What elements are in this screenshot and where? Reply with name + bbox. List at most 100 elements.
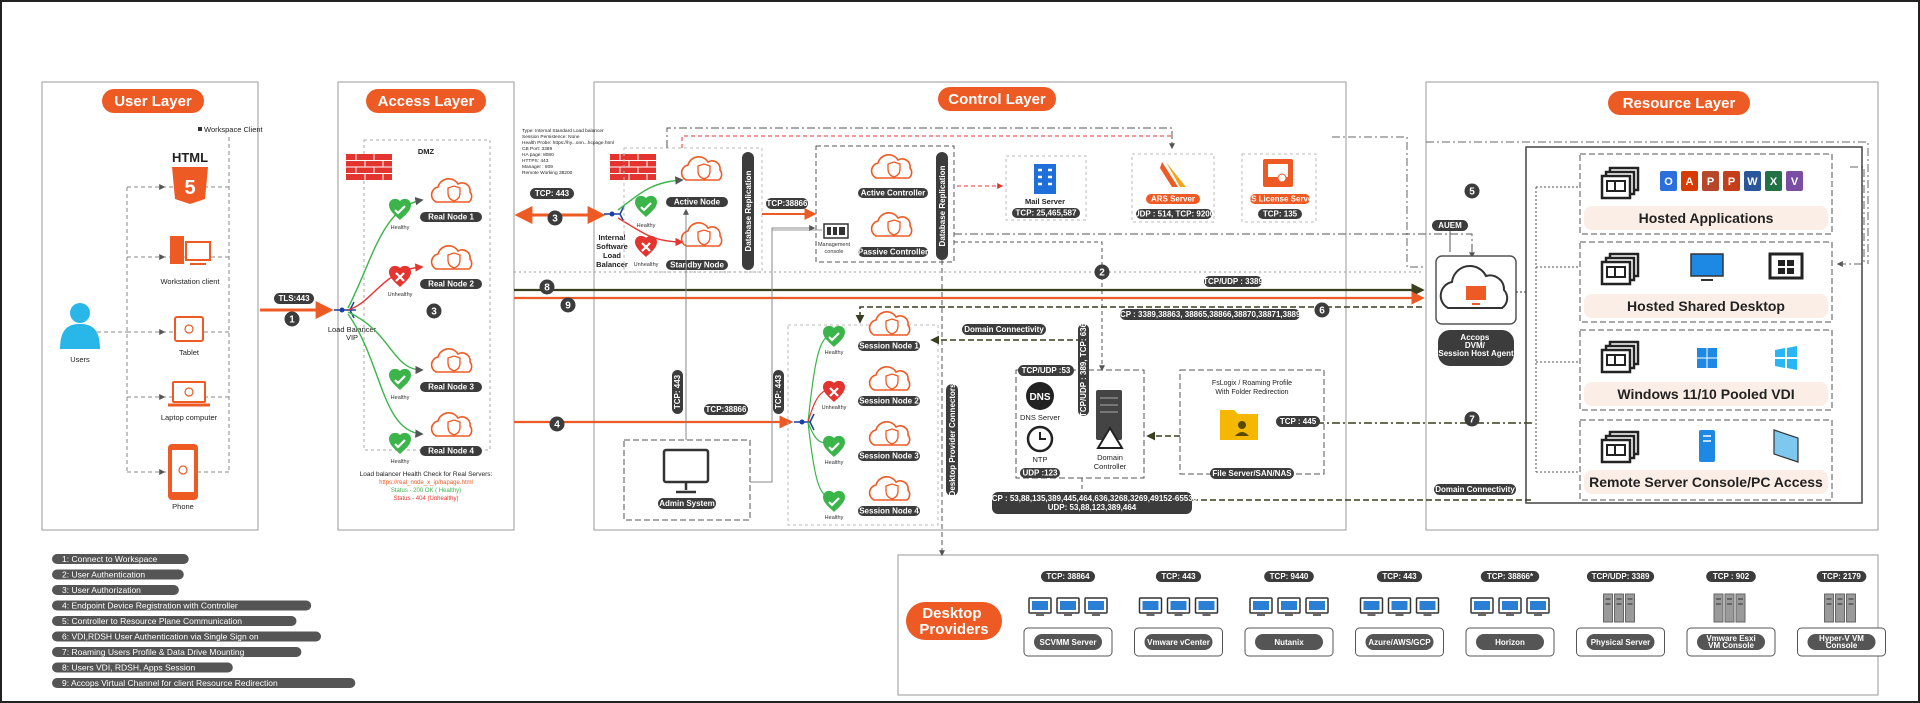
users-label: Users [70,355,90,364]
admin-system-label: Admin System [658,498,716,509]
standby-node-icon [680,221,723,247]
svg-text:5: 5 [1469,187,1475,198]
svg-text:Console: Console [1826,641,1858,650]
step-badge-4: 4 [549,416,565,432]
session-health-icon [821,434,847,459]
standby-health-label: Unhealthy [634,262,659,268]
svg-text:5: Controller to Resource Plan: 5: Controller to Resource Plane Communic… [62,616,242,626]
provider-server-icon [1603,593,1635,623]
hosted-apps-box [1579,153,1833,235]
session-node-icon [868,420,911,446]
ntp-icon [1026,425,1054,453]
desktop-providers-frame [897,554,1879,696]
tcp-ports-6-label: TCP : 3389,38863, 38865,38866,38870,3887… [1115,309,1305,320]
windows-logo-icon-2 [1775,346,1797,370]
svg-text:9: 9 [565,301,571,312]
windows-vdi-label: Windows 11/10 Pooled VDI [1617,386,1794,402]
real-node-health-icon [387,431,413,456]
svg-text:UDP : 514, TCP: 9200: UDP : 514, TCP: 9200 [1134,210,1215,219]
db-replication-1: Database Replication [742,152,754,270]
svg-text:Accops DVM/ Sessio: Accops DVM/ Session Host Agent [1438,333,1514,358]
dns-icon: DNS [1026,382,1054,410]
provider-server-icon [1713,593,1746,623]
active-node-icon [680,155,723,181]
session-health-icon [821,379,847,404]
svg-text:Active Node: Active Node [674,198,721,207]
access-layer-title: Access Layer [366,89,486,113]
laptop-icon [168,381,210,407]
windows-vdi-box [1579,329,1833,411]
svg-text:TCP: 443: TCP: 443 [1161,572,1196,581]
resource-layer-frame [1425,81,1879,531]
svg-text:Nutanix: Nutanix [1274,638,1304,647]
svg-text:W: W [1747,176,1758,188]
control-layer-frame [593,81,1347,531]
app-icon [1681,171,1698,191]
tablet-icon [174,316,204,342]
tcp-udp-53-label: TCP/UDP :53 [1018,365,1074,376]
step-badge-3: 3 [547,210,563,226]
real-node-label: Real Node 3 [420,382,482,392]
svg-text:TCP : 902: TCP : 902 [1713,572,1750,581]
hosted-shared-desktop-box [1579,241,1833,323]
svg-text:TCP: 135: TCP: 135 [1263,210,1298,219]
svg-text:3: 3 [552,214,558,225]
lb-info-line: Health Probe: https://hy...onn...hcpage.… [522,140,614,146]
real-node-health-icon [387,197,413,222]
svg-text:TCP : 445: TCP : 445 [1280,417,1317,426]
svg-text:Desktop Provider Connectors: Desktop Provider Connectors [948,383,957,496]
svg-text:2: User Authentication: 2: User Authentication [62,570,145,580]
desktop-providers-title: Desktop Providers [906,602,1002,640]
step-badge-2: 2 [1094,264,1110,280]
folder-icon [1220,410,1258,440]
hosted-apps-monitors-icon [1600,166,1640,200]
svg-text:TCP: 9440: TCP: 9440 [1270,572,1309,581]
svg-text:Control Layer: Control Layer [948,91,1046,108]
step-badge-5: 5 [1464,183,1480,199]
svg-text:4: Endpoint Device Registratio: 4: Endpoint Device Registration with Con… [62,601,238,611]
svg-text:Vmware Esxi: Vmware Esxi [1706,634,1755,643]
user-layer-frame [41,81,259,531]
lb-info-block: Type: Internal Standard Load balancerSes… [522,128,614,176]
ars-server-label: ARS Server [1146,194,1200,204]
legend-item: 9: Accops Virtual Channel for client Res… [52,678,356,688]
svg-text:TCP: 25,465,587: TCP: 25,465,587 [1016,209,1077,218]
users-icon [60,303,100,349]
hsd-monitors-icon [1600,252,1640,286]
svg-text:Domain Connectivity: Domain Connectivity [964,325,1044,334]
workspace-client-label: Workspace Client [198,125,264,134]
svg-text:DNS: DNS [1029,392,1050,403]
real-node-health-label: Healthy [391,459,410,465]
svg-text:9: Accops Virtual Channel for: 9: Accops Virtual Channel for client Res… [62,678,278,688]
tcp443-vertical-label: TCP: 443 [672,370,683,414]
lb-info-line: HTTPS: 443 [522,158,549,164]
tcp443-label: TCP: 443 [530,188,574,199]
provider-vm-icon [1387,597,1412,616]
remote-server-label: Remote Server Console/PC Access [1589,474,1823,490]
legend-item: 3: User Authorization [52,585,179,595]
hosted-shared-desktop-label: Hosted Shared Desktop [1627,298,1785,314]
real-node-health-icon [387,367,413,392]
lb-info-line: Session Persistence: None [522,134,580,140]
firewall-icon-access [345,153,393,181]
real-node-icon [430,347,473,373]
svg-text:Session Node 4: Session Node 4 [859,507,919,516]
step-badge-8: 8 [539,279,555,295]
firewall-icon-control [609,153,657,181]
app-icon [1702,171,1719,191]
session-node-label: Session Node 1 [858,341,920,351]
svg-text:Horizon: Horizon [1495,638,1525,647]
session-node-icon [868,475,911,501]
session-health-icon [821,324,847,349]
svg-text:Session Node 3: Session Node 3 [859,452,919,461]
svg-text:Domain Connectivity: Domain Connectivity [1435,485,1515,494]
health-check-title: Load balancer Health Check for Real Serv… [360,471,493,478]
step-badge-3-access: 3 [426,303,442,319]
svg-text:2: 2 [1099,268,1105,279]
